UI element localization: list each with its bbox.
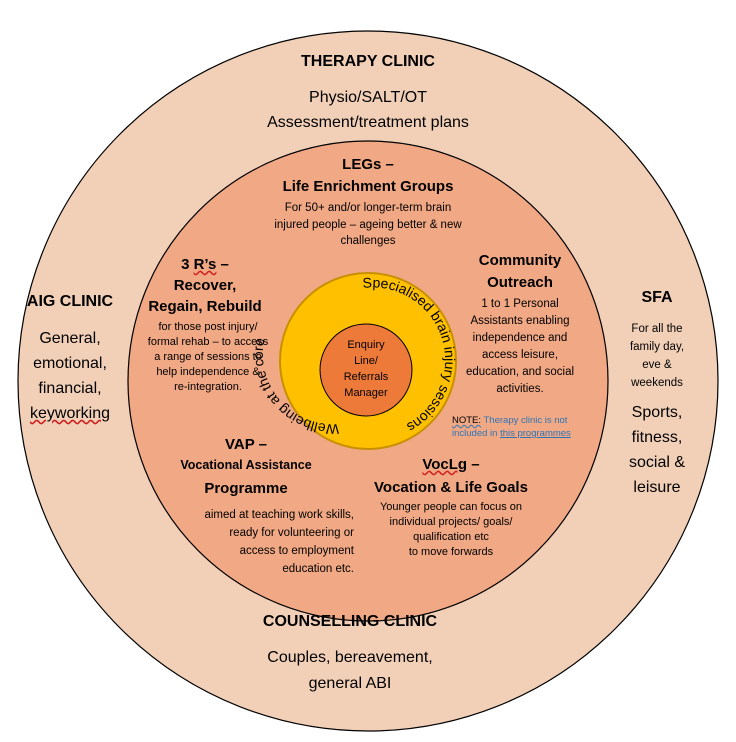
aig-clinic-title: AIG CLINIC: [26, 293, 114, 310]
aig-line-financial: financial,: [38, 380, 102, 397]
threers-recover: Recover,: [173, 277, 237, 294]
counselling-clinic-line1: Couples, bereavement,: [267, 649, 433, 666]
community-subtitle: Outreach: [487, 274, 553, 291]
vap-desc-line4: education etc.: [282, 563, 354, 575]
note-link[interactable]: this programmes: [500, 428, 571, 439]
threers-desc-line5: re-integration.: [174, 381, 242, 393]
note: NOTE: Therapy clinic is not included in …: [452, 414, 592, 440]
vap-subtitle: Vocational Assistance: [180, 458, 312, 472]
note-text2: included in: [452, 428, 501, 439]
sfa-line-leisure: leisure: [633, 479, 681, 496]
therapy-clinic-line2: Assessment/treatment plans: [267, 114, 469, 131]
legs-title: LEGs –: [342, 156, 394, 173]
voclg-title-b: –: [467, 456, 480, 473]
note-text1: Therapy clinic is not: [481, 415, 568, 426]
legs-desc: For 50+ and/or longer-term brain injured…: [240, 200, 496, 250]
threers-desc-line4: help independence &: [156, 366, 260, 378]
sfa-desc-line3: eve &: [642, 359, 672, 371]
vap-desc: aimed at teaching work skills, ready for…: [176, 506, 354, 578]
center-line3: Referrals: [343, 371, 389, 383]
legs-subtitle: Life Enrichment Groups: [282, 178, 454, 195]
community-desc: 1 to 1 Personal Assistants enabling inde…: [450, 296, 590, 398]
voclg-desc-line4: to move forwards: [408, 546, 494, 558]
community-desc-line5: education, and social: [465, 366, 575, 378]
community-title: Community: [478, 252, 562, 269]
sfa-line-social: social &: [628, 454, 686, 471]
aig-line-keyworking: keyworking: [29, 405, 111, 422]
vap-desc-line3: access to employment: [239, 545, 354, 557]
center-circle: [319, 323, 413, 417]
sfa-desc-line1: For all the: [631, 323, 683, 335]
sfa-line-fitness: fitness,: [631, 429, 683, 446]
sfa-desc-line4: weekends: [631, 377, 683, 389]
voclg-title: VocLg –: [376, 456, 526, 474]
threers-dash: –: [216, 256, 229, 273]
threers-rs: R’s: [193, 256, 217, 273]
threers-regain: Regain, Rebuild: [148, 298, 262, 315]
vap-desc-line2: ready for volunteering or: [229, 527, 354, 539]
center-text: Enquiry Line/ Referrals Manager: [326, 337, 406, 401]
voclg-desc: Younger people can focus on individual p…: [366, 500, 536, 560]
counselling-clinic-title: COUNSELLING CLINIC: [262, 613, 438, 630]
threers-desc-line1: for those post injury/: [158, 321, 258, 333]
voclg-desc-line1: Younger people can focus on: [379, 501, 523, 513]
sfa-desc-line2: family day,: [629, 341, 685, 353]
community-desc-line1: 1 to 1 Personal: [481, 298, 559, 310]
community-desc-line6: activities.: [496, 383, 544, 395]
sfa-lines: Sports, fitness, social & leisure: [604, 400, 710, 500]
voclg-desc-line2: individual projects/ goals/: [389, 516, 513, 528]
aig-line-emotional: emotional,: [33, 355, 107, 372]
threers-num: 3: [181, 256, 190, 273]
threers-desc-line2: formal rehab – to access: [147, 336, 269, 348]
voclg-title-a: VocLg: [422, 456, 468, 473]
legs-desc-line3: challenges: [340, 235, 396, 247]
community-desc-line4: access leisure,: [481, 349, 559, 361]
counselling-clinic-line2: general ABI: [308, 675, 392, 692]
aig-clinic-text: General, emotional, financial, keyworkin…: [10, 326, 130, 426]
voclg-desc-line3: qualification etc: [413, 531, 489, 543]
threers-desc-line3: a range of sessions to: [154, 351, 262, 363]
center-line2: Line/: [354, 355, 378, 367]
note-label: NOTE:: [452, 415, 482, 426]
vap-subtitle2: Programme: [204, 480, 288, 497]
center-line4: Manager: [344, 387, 388, 399]
community-desc-line2: Assistants enabling: [470, 315, 570, 327]
therapy-clinic-line1: Physio/SALT/OT: [309, 89, 427, 106]
aig-line-general: General,: [39, 330, 101, 347]
vap-title: VAP –: [225, 436, 267, 453]
voclg-subtitle: Vocation & Life Goals: [374, 479, 528, 496]
therapy-clinic-title: THERAPY CLINIC: [301, 53, 435, 70]
sfa-line-sports: Sports,: [631, 404, 683, 421]
threers-desc: for those post injury/ formal rehab – to…: [140, 320, 276, 395]
community-desc-line3: independence and: [472, 332, 568, 344]
sfa-desc: For all the family day, eve & weekends: [612, 320, 702, 392]
sfa-title: SFA: [641, 289, 673, 306]
vap-desc-line1: aimed at teaching work skills,: [204, 509, 354, 521]
threers-title: 3 R’s –: [140, 256, 270, 274]
legs-desc-line1: For 50+ and/or longer-term brain: [284, 202, 452, 214]
legs-desc-line2: injured people – ageing better & new: [274, 218, 462, 231]
center-line1: Enquiry: [347, 339, 385, 351]
